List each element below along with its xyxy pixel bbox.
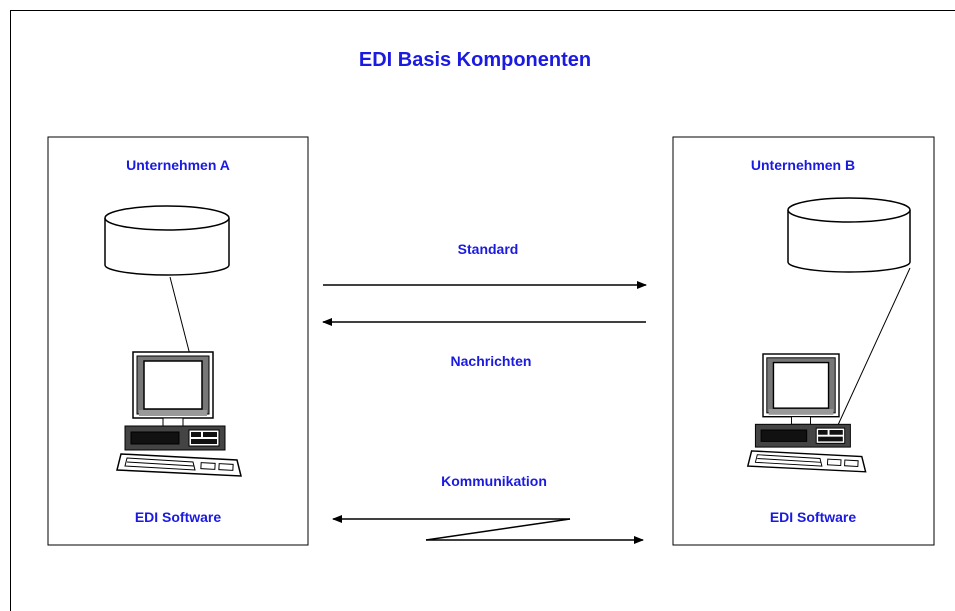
company-a-software: EDI Software: [135, 509, 222, 525]
company-b-box: Unternehmen B EDI Software: [672, 136, 935, 546]
diagram-title: EDI Basis Komponenten: [359, 49, 591, 71]
company-a-box: Unternehmen A EDI Software: [47, 136, 309, 546]
communication-arrow: [332, 515, 644, 544]
messages-label: Nachrichten: [451, 353, 532, 369]
database-icon: [104, 205, 230, 276]
communication-label: Kommunikation: [441, 473, 547, 489]
connection-line: [169, 276, 191, 356]
database-icon: [787, 197, 911, 273]
company-b-software: EDI Software: [770, 509, 857, 525]
connection-line: [837, 267, 911, 426]
standard-label: Standard: [458, 241, 519, 257]
company-a-name: Unternehmen A: [126, 157, 230, 173]
company-b-name: Unternehmen B: [751, 157, 855, 173]
diagram-frame: [10, 10, 955, 611]
